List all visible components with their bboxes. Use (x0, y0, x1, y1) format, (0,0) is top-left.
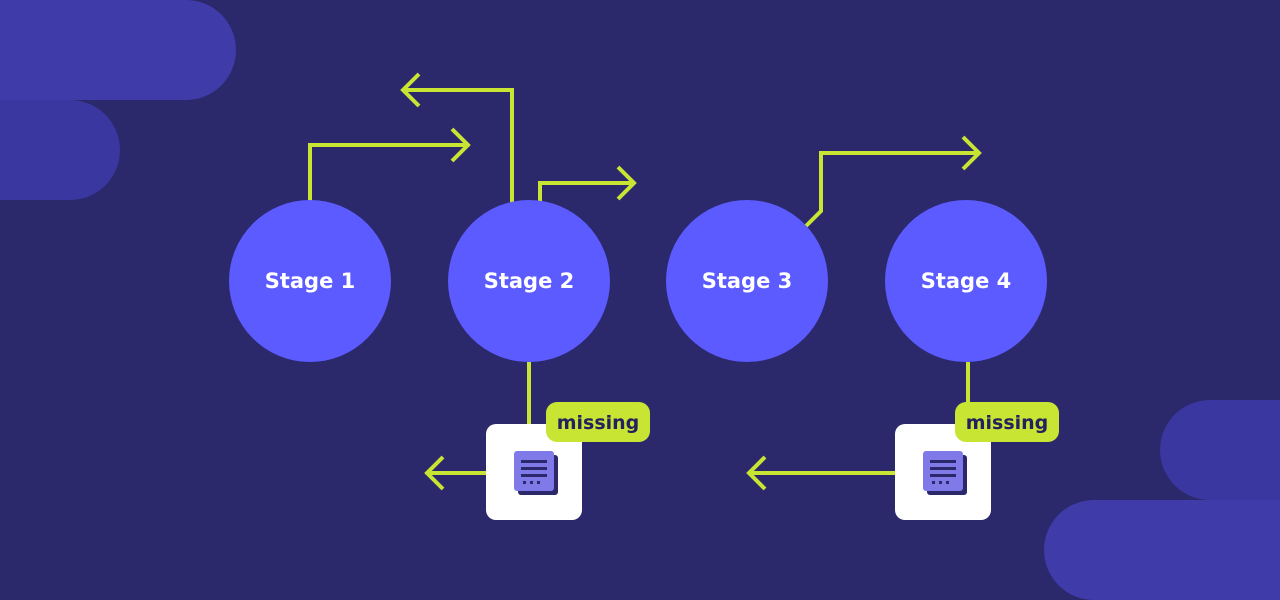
document-icon (514, 451, 558, 495)
document-card (486, 424, 582, 520)
document-card (895, 424, 991, 520)
decor-pill-bottom-right-upper (1160, 400, 1280, 500)
stage-circle (448, 200, 610, 362)
stage-label: Stage 4 (921, 269, 1012, 293)
stage-label: Stage 1 (265, 269, 356, 293)
badge-label: missing (557, 412, 640, 434)
decor-pill-bottom-right (1044, 500, 1280, 600)
stage-node: Stage 1 (229, 200, 391, 362)
arrowhead-left-icon (424, 455, 445, 491)
connector-stage-2-right (538, 181, 631, 202)
document-icon (923, 451, 967, 495)
decor-pill-top-left-lower (0, 100, 120, 200)
connector-stage-1 (308, 143, 465, 202)
stage-node: Stage 4 (885, 200, 1047, 362)
arrowhead-right-icon (450, 127, 471, 163)
connector-stage-3 (804, 151, 976, 228)
arrowhead-left-icon (400, 72, 421, 108)
missing-badge: missing (546, 402, 650, 442)
stage-circle (229, 200, 391, 362)
arrowhead-right-icon (961, 135, 982, 171)
missing-badge: missing (955, 402, 1059, 442)
stage-node: Stage 3 (666, 200, 828, 362)
stage-label: Stage 3 (702, 269, 793, 293)
stage-circle (666, 200, 828, 362)
arrowhead-right-icon (616, 165, 637, 201)
decor-pill-top-left (0, 0, 236, 100)
connector-stage-2-left (406, 88, 514, 204)
stage-node: Stage 2 (448, 200, 610, 362)
badge-label: missing (966, 412, 1049, 434)
stage-circle (885, 200, 1047, 362)
stage-label: Stage 2 (484, 269, 575, 293)
arrowhead-left-icon (746, 455, 767, 491)
